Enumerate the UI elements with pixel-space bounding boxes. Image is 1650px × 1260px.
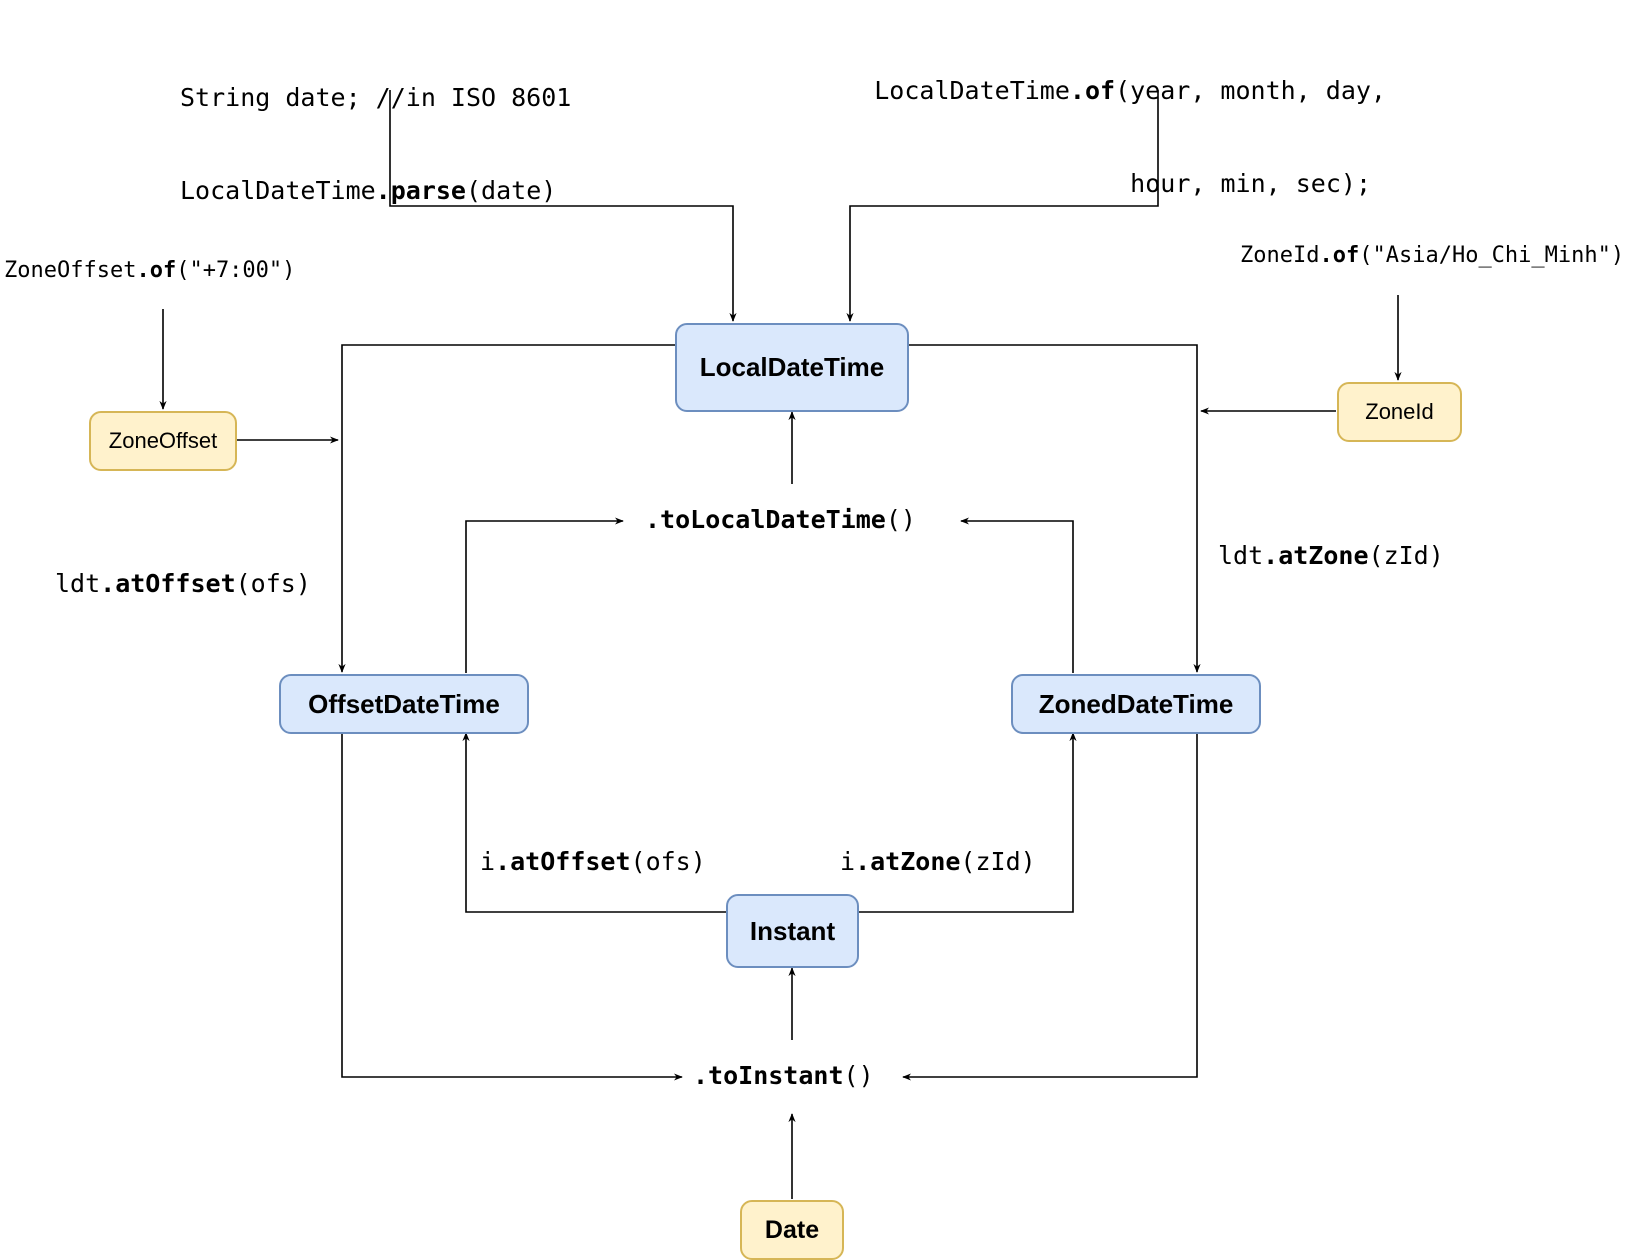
ldt-atoffset-args: (ofs) bbox=[235, 569, 311, 598]
ldt-atzone-var: ldt bbox=[1218, 541, 1264, 570]
tolocaldatetime-label: .toLocalDateTime() bbox=[645, 504, 916, 535]
i-atzone-method: .atZone bbox=[855, 847, 961, 876]
edge-instant-to-offsetdatetime bbox=[462, 732, 726, 913]
edge-instant-to-zoneddatetime bbox=[859, 732, 1077, 913]
i-atoffset-method: .atOffset bbox=[495, 847, 631, 876]
zoneid-of-label: ZoneId.of("Asia/Ho_Chi_Minh") bbox=[1240, 240, 1624, 271]
of-line-1: LocalDateTime.of(year, month, day, bbox=[846, 75, 1386, 106]
of-line-2: hour, min, sec); bbox=[1130, 169, 1371, 198]
zoneoffset-of-args: ("+7:00") bbox=[176, 258, 296, 283]
zoneid-of-class: ZoneId bbox=[1240, 243, 1320, 268]
zoneoffset-of-method: .of bbox=[136, 258, 177, 283]
parse-args: (date) bbox=[465, 176, 557, 205]
edge-zoneddatetime-to-toinstant bbox=[902, 733, 1198, 1081]
i-atzone-label: i.atZone(zId) bbox=[840, 846, 1036, 877]
offsetdatetime-node[interactable]: OffsetDateTime bbox=[279, 674, 529, 734]
zoneoffset-node[interactable]: ZoneOffset bbox=[89, 411, 237, 471]
ldt-atzone-method: .atZone bbox=[1263, 541, 1369, 570]
i-atoffset-args: (ofs) bbox=[630, 847, 706, 876]
instant-node[interactable]: Instant bbox=[726, 894, 859, 968]
edge-localdatetime-to-offsetdatetime bbox=[338, 344, 675, 673]
zoneddatetime-node[interactable]: ZonedDateTime bbox=[1011, 674, 1261, 734]
ldt-atoffset-label: ldt.atOffset(ofs) bbox=[55, 568, 311, 599]
date-node[interactable]: Date bbox=[740, 1200, 844, 1260]
toinstant-method: .toInstant bbox=[693, 1061, 844, 1090]
zoneoffset-of-label: ZoneOffset.of("+7:00") bbox=[4, 255, 295, 286]
parse-method: .parse bbox=[375, 176, 466, 205]
toinstant-label: .toInstant() bbox=[693, 1060, 874, 1091]
parse-line-2: LocalDateTime.parse(date) bbox=[180, 175, 571, 206]
i-atoffset-label: i.atOffset(ofs) bbox=[480, 846, 706, 877]
tolocaldatetime-args: () bbox=[885, 505, 916, 534]
i-atzone-var: i bbox=[840, 847, 856, 876]
edge-localdatetime-to-zoneddatetime bbox=[907, 344, 1201, 673]
of-class: LocalDateTime bbox=[874, 76, 1070, 105]
ldt-atzone-args: (zId) bbox=[1368, 541, 1444, 570]
tolocaldatetime-method: .toLocalDateTime bbox=[645, 505, 886, 534]
parse-label: String date; //in ISO 8601 LocalDateTime… bbox=[180, 20, 571, 237]
of-method: .of bbox=[1069, 76, 1116, 105]
of-label: LocalDateTime.of(year, month, day, hour,… bbox=[846, 13, 1386, 230]
localdatetime-node[interactable]: LocalDateTime bbox=[675, 323, 909, 412]
ldt-atzone-label: ldt.atZone(zId) bbox=[1218, 540, 1444, 571]
i-atzone-args: (zId) bbox=[960, 847, 1036, 876]
zoneoffset-of-class: ZoneOffset bbox=[4, 258, 137, 283]
parse-class: LocalDateTime bbox=[180, 176, 376, 205]
edge-of-to-localdatetime bbox=[846, 90, 1159, 322]
of-args: (year, month, day, bbox=[1115, 76, 1386, 105]
edge-zoneddatetime-to-tolocal bbox=[960, 517, 1074, 673]
zoneid-node[interactable]: ZoneId bbox=[1337, 382, 1462, 442]
ldt-atoffset-method: .atOffset bbox=[100, 569, 236, 598]
ldt-atoffset-var: ldt bbox=[55, 569, 101, 598]
parse-line-1: String date; //in ISO 8601 bbox=[180, 83, 572, 112]
edge-offsetdatetime-to-toinstant bbox=[341, 733, 683, 1081]
toinstant-args: () bbox=[843, 1061, 874, 1090]
i-atoffset-var: i bbox=[480, 847, 496, 876]
edge-parse-to-localdatetime bbox=[389, 90, 737, 322]
zoneid-of-method: .of bbox=[1319, 243, 1360, 268]
edge-offsetdatetime-to-tolocal bbox=[465, 517, 624, 673]
zoneid-of-args: ("Asia/Ho_Chi_Minh") bbox=[1359, 243, 1625, 268]
